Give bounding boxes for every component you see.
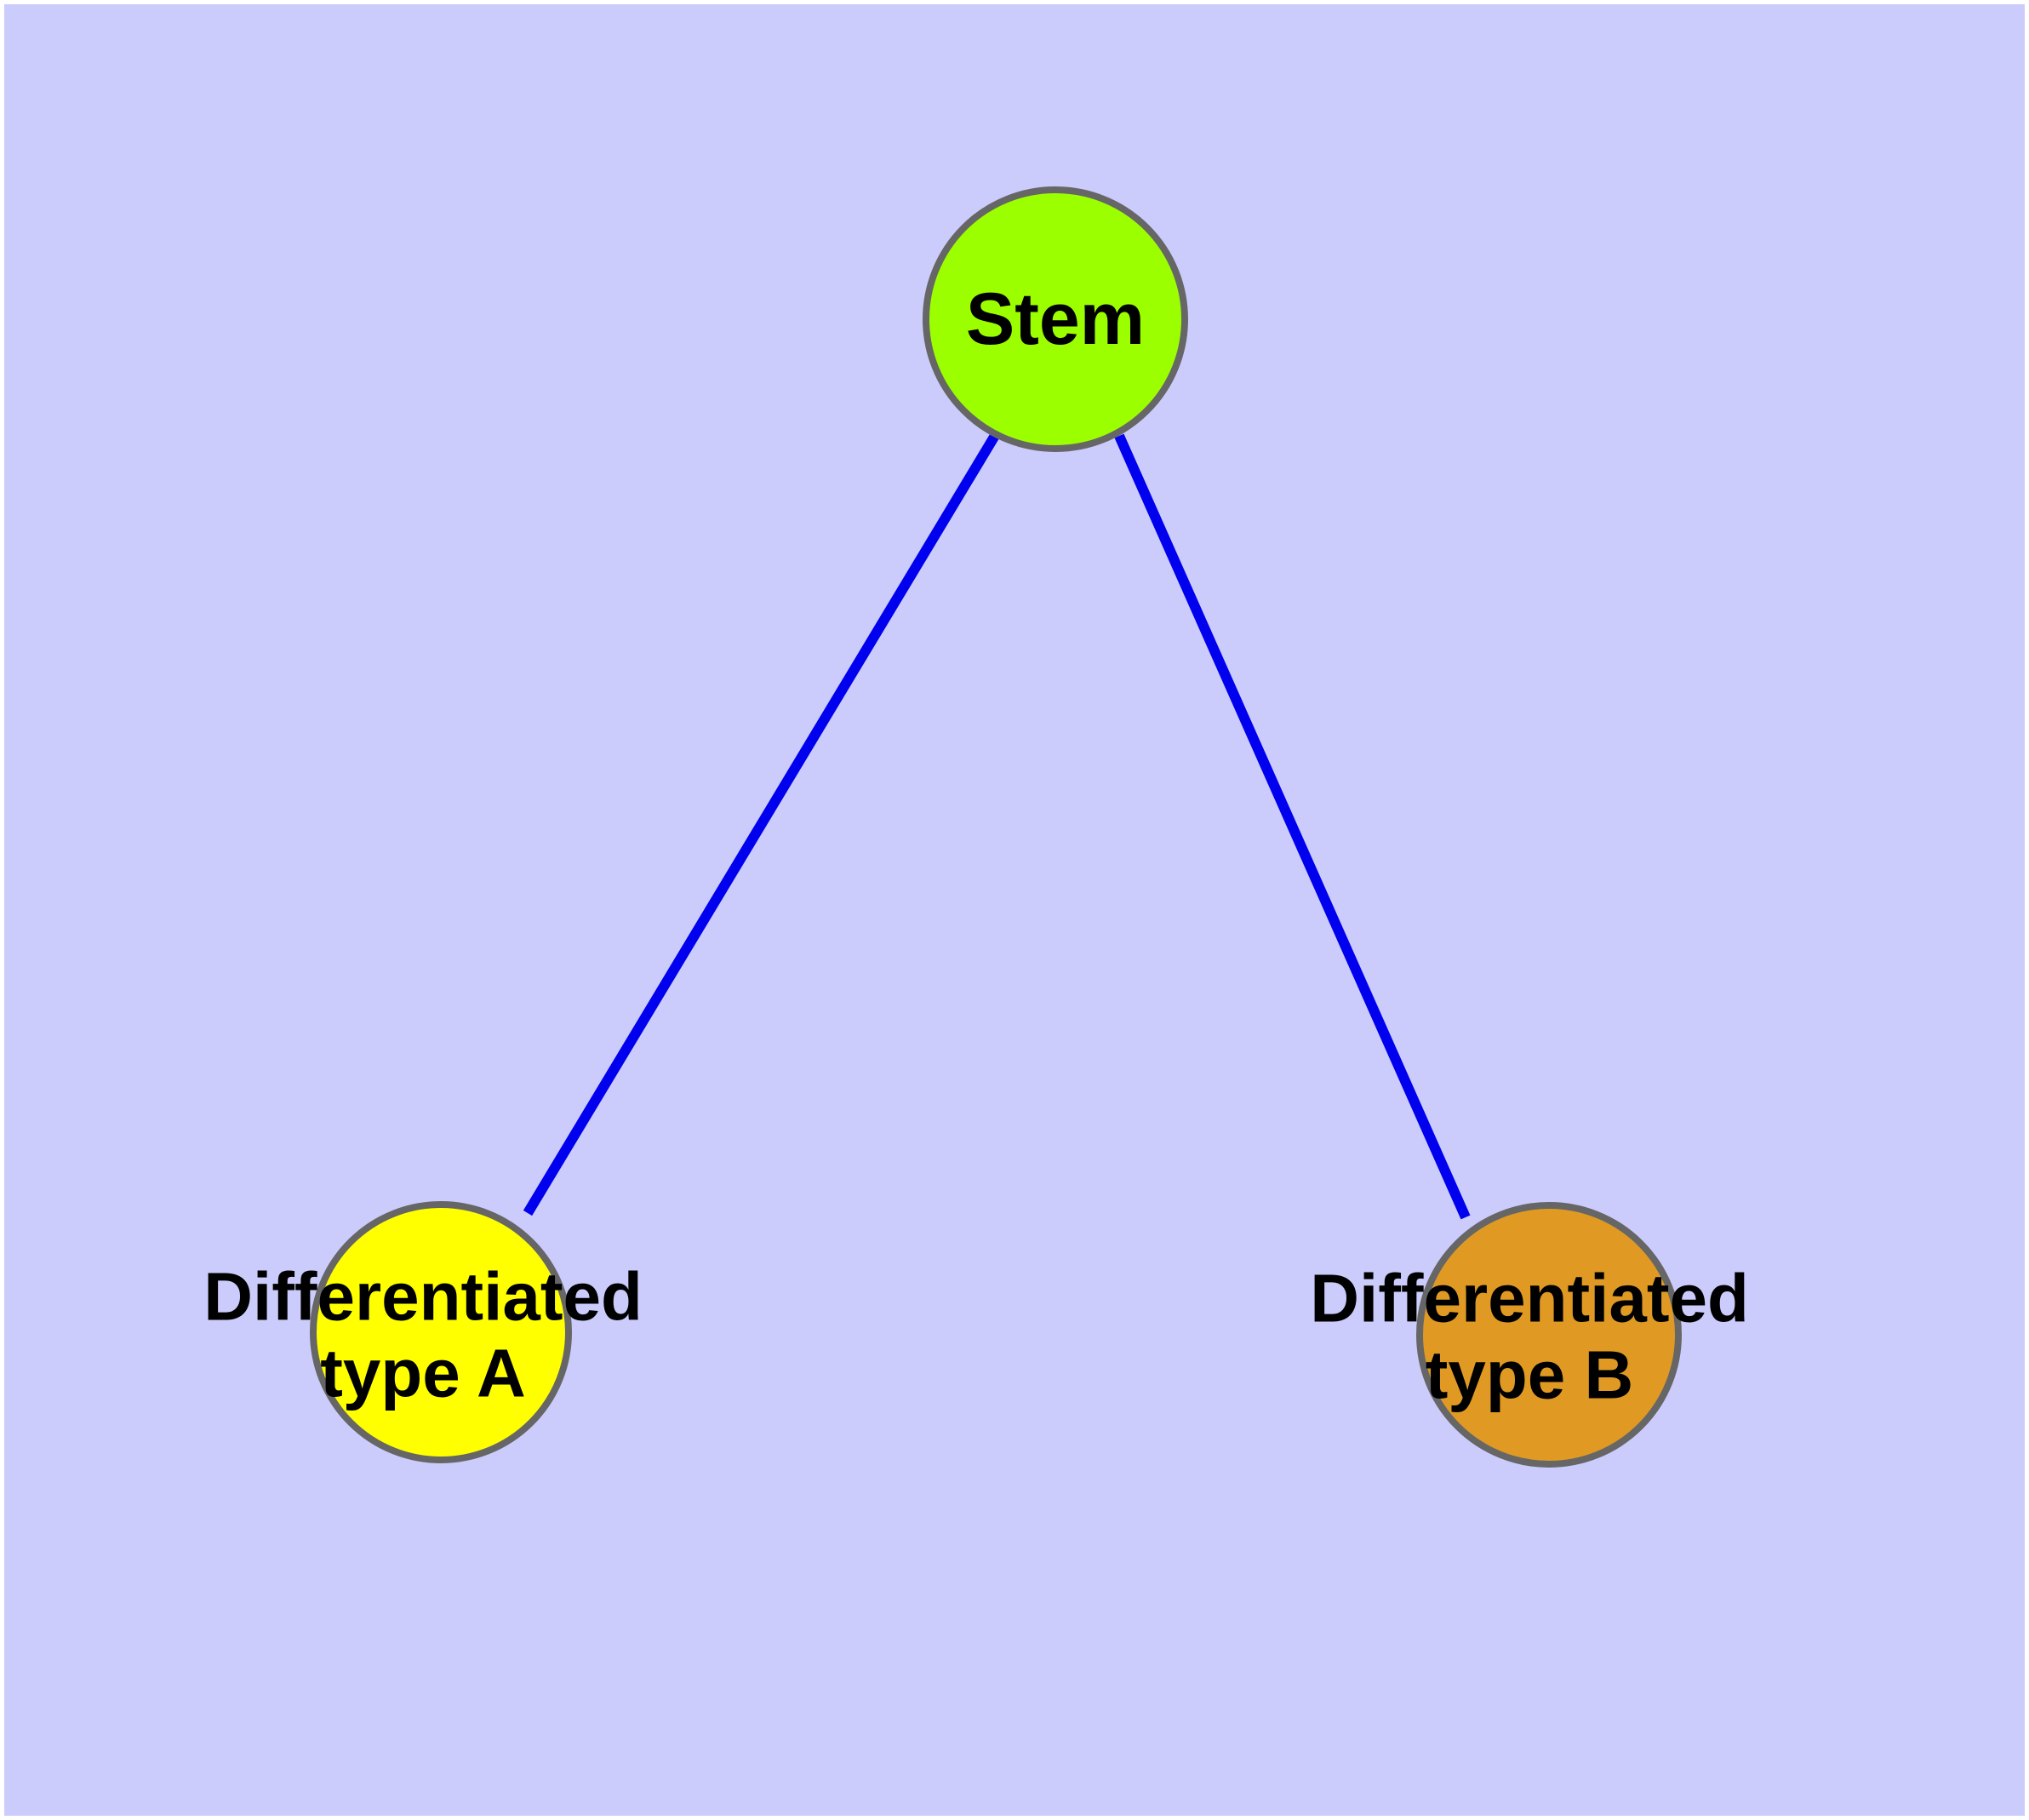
node-layer: [310, 186, 1682, 1468]
edge-layer: [523, 431, 1471, 1220]
node-differentiated-type-b[interactable]: [1416, 1202, 1682, 1468]
node-differentiated-type-a[interactable]: [310, 1201, 572, 1463]
edge-stem-to-differentiated-type-b[interactable]: [1114, 433, 1471, 1220]
edge-stem-to-differentiated-type-a[interactable]: [523, 431, 1001, 1216]
node-stem[interactable]: [923, 186, 1188, 452]
